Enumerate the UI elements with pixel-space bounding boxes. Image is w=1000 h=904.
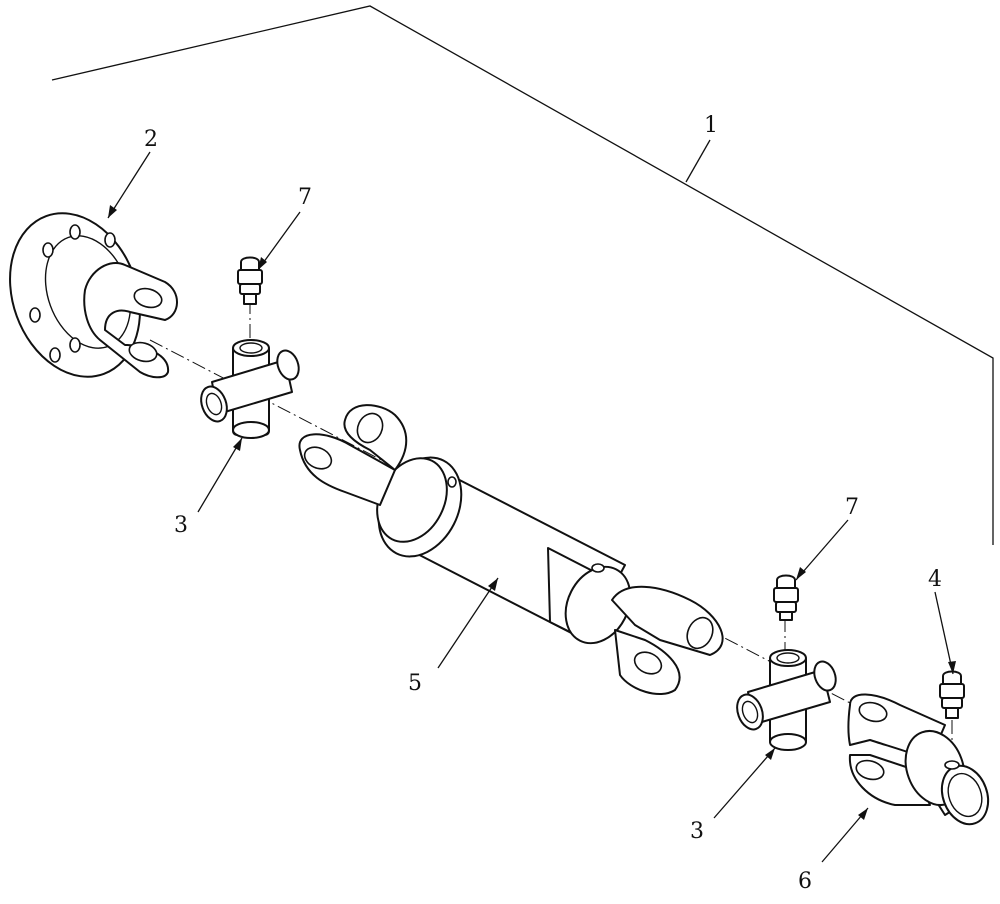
callout-1: 1 (704, 113, 718, 138)
callout-7-lower: 7 (845, 495, 859, 520)
driveshaft-tube (298, 404, 724, 695)
callout-5: 5 (408, 671, 422, 696)
universal-joint-cross-upper (200, 339, 300, 439)
callout-4: 4 (928, 567, 942, 592)
slip-yoke (847, 693, 990, 826)
flange-yoke (9, 212, 178, 379)
callout-3-upper: 3 (174, 513, 188, 538)
callout-7-upper: 7 (298, 185, 312, 210)
callout-labels: 1 2 7 3 5 7 4 3 6 (144, 113, 942, 894)
grease-fitting-slip-yoke (939, 670, 965, 719)
grease-fitting-upper (237, 256, 263, 305)
callout-2: 2 (144, 127, 158, 152)
callout-3-lower: 3 (690, 819, 704, 844)
grease-fitting-lower (773, 574, 799, 621)
callout-6: 6 (798, 869, 812, 894)
assembly-bracket (51, 5, 994, 545)
leader-lines (107, 139, 956, 863)
universal-joint-cross-lower (736, 649, 837, 751)
